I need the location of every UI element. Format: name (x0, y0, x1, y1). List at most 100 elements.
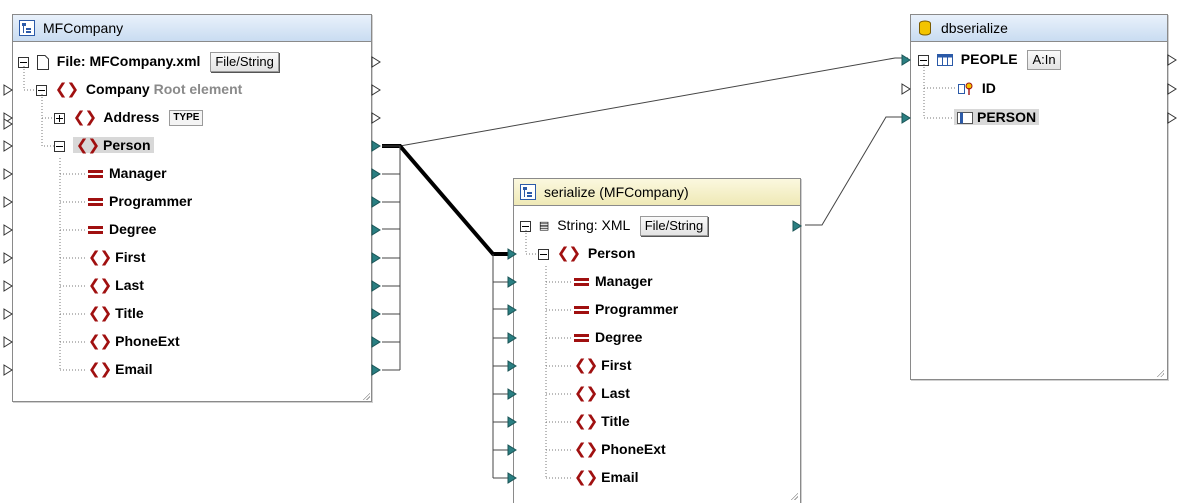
collapse-toggle[interactable] (54, 140, 65, 152)
input-port[interactable] (3, 364, 13, 376)
input-port[interactable] (3, 224, 13, 236)
child-row: Programmer (574, 298, 678, 320)
table-action-button[interactable]: A:In (1027, 50, 1061, 71)
mfcompany-title-bar[interactable]: MFCompany (13, 15, 371, 42)
dbserialize-component[interactable]: dbserialize (910, 14, 1168, 380)
company-note: Root element (153, 81, 243, 97)
collapse-toggle[interactable] (538, 248, 549, 260)
input-port[interactable] (3, 252, 13, 264)
child-label: Email (601, 469, 639, 485)
type-tag[interactable]: TYPE (169, 110, 204, 127)
input-port-connected[interactable] (507, 388, 517, 400)
element-icon: ❮❯ (574, 469, 598, 487)
output-port-connected[interactable] (792, 220, 802, 232)
people-row: PEOPLE A:In (918, 48, 1061, 71)
file-string-button[interactable]: File/String (639, 216, 709, 237)
child-label: Title (601, 413, 630, 429)
input-port-connected[interactable] (901, 54, 911, 66)
input-port-connected[interactable] (507, 444, 517, 456)
element-icon: ❮❯ (72, 109, 97, 127)
output-port-connected[interactable] (371, 280, 381, 292)
output-port[interactable] (1167, 112, 1177, 124)
resize-grip[interactable] (1156, 369, 1164, 377)
element-icon: ❮❯ (574, 385, 598, 403)
output-port-connected[interactable] (371, 364, 381, 376)
input-port-connected[interactable] (507, 276, 517, 288)
input-port-connected[interactable] (507, 360, 517, 372)
company-row: ❮❯ Company Root element (36, 78, 242, 100)
address-label: Address (103, 109, 160, 125)
output-port[interactable] (371, 56, 381, 68)
collapse-toggle[interactable] (918, 54, 929, 66)
person-column-label: PERSON (977, 109, 1037, 125)
element-icon: ❮❯ (88, 361, 112, 379)
output-port[interactable] (371, 112, 381, 124)
input-port[interactable] (901, 83, 911, 95)
output-port-connected[interactable] (371, 140, 381, 152)
collapse-toggle[interactable] (18, 56, 29, 68)
output-port[interactable] (1167, 83, 1177, 95)
child-row: ❮❯PhoneExt (574, 438, 666, 460)
mfcompany-component[interactable]: MFCompany (12, 14, 372, 402)
output-port-connected[interactable] (371, 308, 381, 320)
child-label: Programmer (109, 193, 193, 209)
collapse-toggle[interactable] (36, 84, 47, 96)
child-row: ❮❯Title (88, 302, 144, 324)
child-label: Degree (109, 221, 157, 237)
person-label: Person (587, 245, 636, 261)
element-icon: ❮❯ (574, 441, 598, 459)
input-port[interactable] (3, 280, 13, 292)
output-port-connected[interactable] (371, 168, 381, 180)
resize-grip[interactable] (362, 392, 370, 400)
attribute-icon (88, 170, 103, 179)
id-label: ID (981, 80, 996, 96)
input-port-connected[interactable] (901, 112, 911, 124)
child-label: Degree (595, 329, 643, 345)
string-label: String: XML (557, 217, 630, 233)
output-port[interactable] (371, 84, 381, 96)
attribute-icon (574, 334, 589, 343)
serialize-title-bar[interactable]: serialize (MFCompany) (514, 179, 800, 206)
company-label: Company (85, 81, 150, 97)
child-row: Manager (574, 270, 653, 292)
person-label: Person (103, 137, 151, 153)
string-icon: ▤ (538, 220, 550, 233)
file-row: File: MFCompany.xml File/String (18, 50, 279, 73)
collapse-toggle[interactable] (520, 220, 531, 232)
input-port-connected[interactable] (507, 248, 517, 260)
output-port[interactable] (1167, 54, 1177, 66)
output-port-connected[interactable] (371, 336, 381, 348)
dbserialize-title-bar[interactable]: dbserialize (911, 15, 1167, 42)
output-port-connected[interactable] (371, 252, 381, 264)
attribute-icon (574, 306, 589, 315)
input-port-connected[interactable] (507, 304, 517, 316)
child-row: Degree (574, 326, 642, 348)
schema-component-icon (520, 184, 536, 200)
child-label: Programmer (595, 301, 679, 317)
input-port-connected[interactable] (507, 416, 517, 428)
expand-toggle[interactable] (54, 112, 65, 124)
string-row: ▤ String: XML File/String (520, 214, 709, 237)
input-port[interactable] (3, 118, 13, 130)
input-port-connected[interactable] (507, 332, 517, 344)
output-port-connected[interactable] (371, 224, 381, 236)
resize-grip[interactable] (790, 492, 798, 500)
person-row: ❮❯ Person (538, 242, 635, 264)
child-row: Programmer (88, 190, 192, 212)
file-label: File: MFCompany.xml (56, 53, 201, 69)
child-label: Email (115, 361, 153, 377)
element-icon: ❮❯ (88, 277, 112, 295)
input-port[interactable] (3, 84, 13, 96)
child-label: PhoneExt (601, 441, 666, 457)
output-port-connected[interactable] (371, 196, 381, 208)
input-port-connected[interactable] (507, 472, 517, 484)
file-string-button[interactable]: File/String (210, 52, 279, 73)
input-port[interactable] (3, 140, 13, 152)
input-port[interactable] (3, 168, 13, 180)
input-port[interactable] (3, 336, 13, 348)
child-row: ❮❯First (574, 354, 631, 376)
input-port[interactable] (3, 308, 13, 320)
dbserialize-title: dbserialize (941, 20, 1008, 36)
column-icon (957, 112, 973, 125)
input-port[interactable] (3, 196, 13, 208)
